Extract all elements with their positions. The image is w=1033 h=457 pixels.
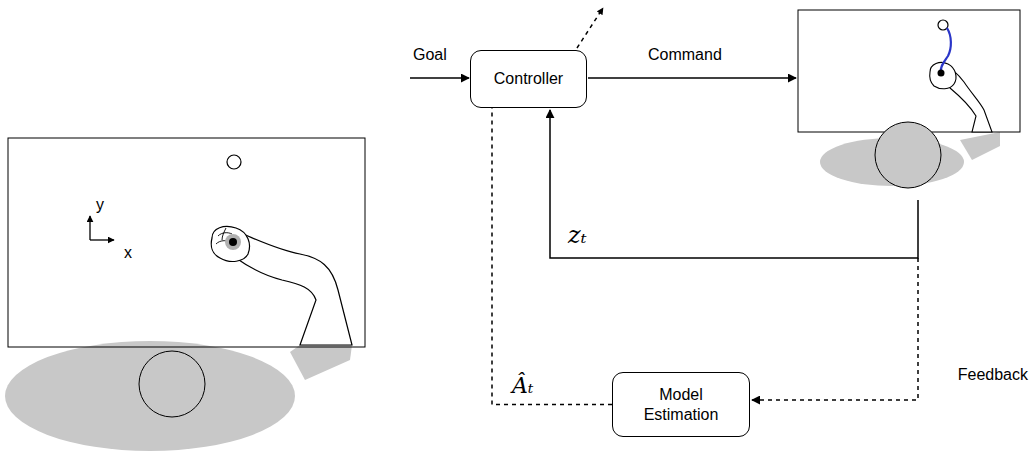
y-axis [89,216,90,240]
signal-name: zₜ [568,222,587,250]
connectors [492,108,612,405]
model-feedback-wire [752,258,918,400]
dashed-connector [492,108,612,405]
signal-name: Âₜ [510,374,535,398]
signal-label: Command [648,46,722,64]
process-box: Model Estimation [612,372,750,437]
state-feedback-wire [550,110,918,258]
output-arrow [577,8,603,48]
process-box: Controller [470,50,587,108]
plant-screen [798,10,1020,132]
head [139,351,205,417]
box-label: Model Estimation [619,385,743,425]
arm [236,232,352,345]
head [875,122,941,188]
box-label: Controller [488,69,569,89]
x-axis [90,239,114,240]
arm-shadow [960,132,1000,160]
signal-wires [410,8,918,400]
axis-label: y [96,196,104,214]
cursor-dot [229,238,237,246]
command-arrow [588,77,796,79]
workspace-screen [8,138,365,347]
goal-arrow [410,77,469,79]
signal-label: Feedback [958,366,1028,384]
cursor-dot [938,70,945,77]
cursor-halo [225,234,241,250]
signal-label: Goal [413,46,447,64]
left-scene [5,138,365,451]
shoulders-shadow [5,341,295,451]
arm-shadow [290,345,352,380]
axis-label: x [124,244,132,262]
trajectory [941,28,951,72]
hand [211,226,249,261]
right-scene [798,10,1020,188]
target-circle [227,155,241,169]
